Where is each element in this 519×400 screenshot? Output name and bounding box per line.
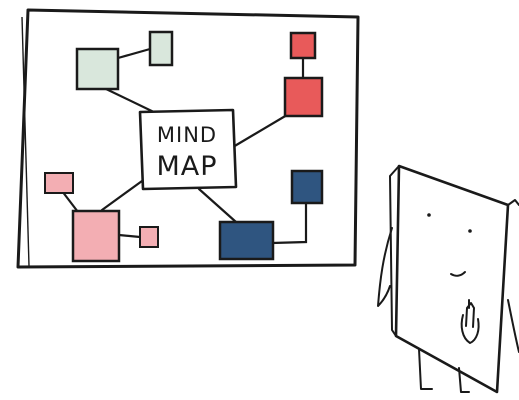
presenter-character: [377, 164, 519, 394]
connector-pink-big-to-small: [117, 233, 142, 239]
center-label-line2: MAP: [156, 151, 217, 182]
node-navy-small: [290, 169, 324, 205]
node-green-large: [75, 47, 120, 91]
connector-pink-small-to-big: [60, 189, 80, 214]
presenter-left-leg: [418, 348, 433, 390]
node-navy-large: [218, 220, 275, 261]
presenter-body: [394, 164, 510, 394]
node-red-small: [289, 31, 317, 60]
presenter-left-eye: [427, 213, 431, 217]
connector-center-to-pink: [100, 179, 144, 212]
connector-center-to-navy: [197, 187, 238, 224]
marker-pen: [465, 302, 475, 328]
node-pink-tiny: [139, 226, 159, 248]
presenter-mouth: [450, 271, 466, 277]
connector-navy-big-to-small: [270, 201, 308, 245]
node-red-large: [283, 76, 324, 118]
connector-green-big-to-small: [116, 47, 152, 60]
presenter-right-eye: [468, 229, 472, 233]
connector-center-to-red: [231, 113, 289, 149]
presenter-left-arm: [377, 227, 393, 307]
center-label-line1: MIND: [157, 123, 217, 147]
presenter-right-leg: [458, 367, 470, 393]
node-pink-large: [71, 209, 121, 263]
node-green-small: [148, 30, 174, 67]
node-center: MIND MAP: [138, 108, 238, 191]
node-pink-small: [44, 172, 74, 194]
